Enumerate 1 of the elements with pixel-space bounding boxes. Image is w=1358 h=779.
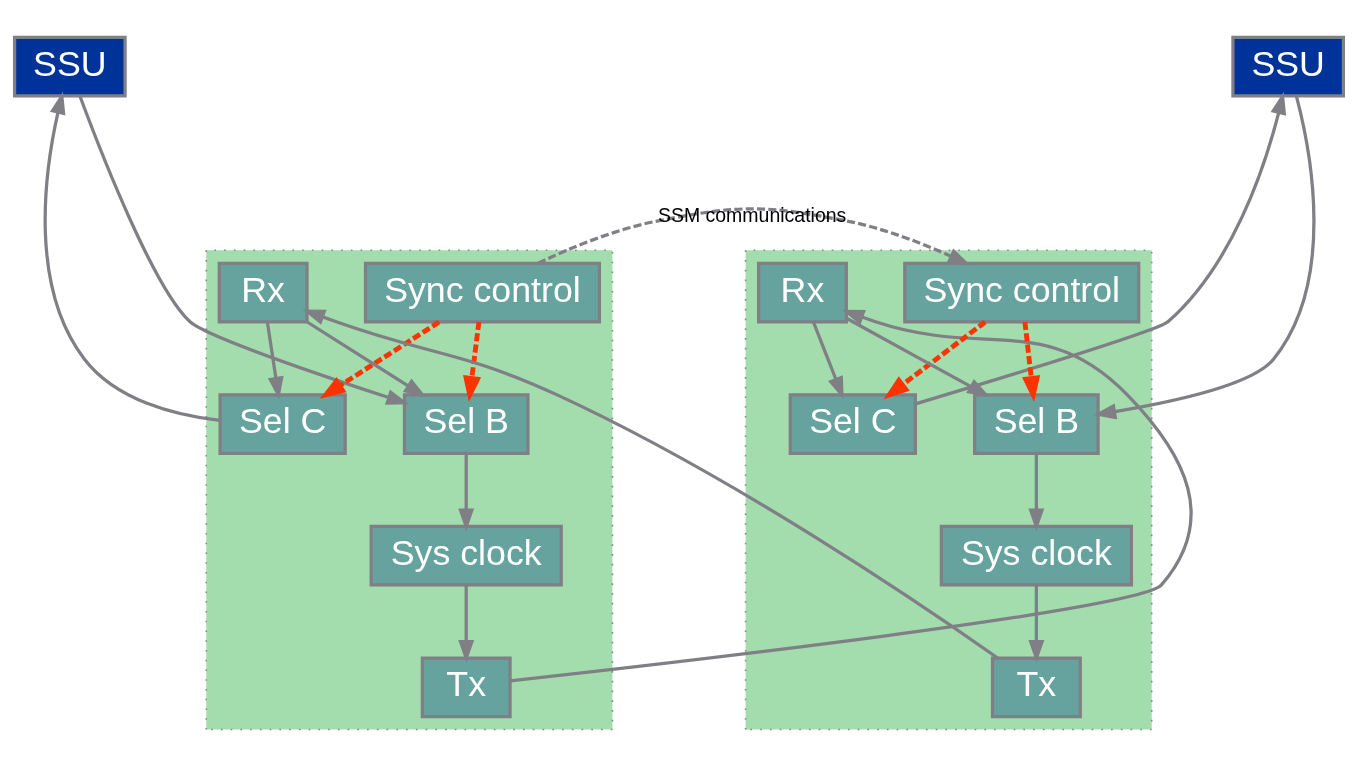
edge-label: SSM communications	[657, 203, 847, 226]
